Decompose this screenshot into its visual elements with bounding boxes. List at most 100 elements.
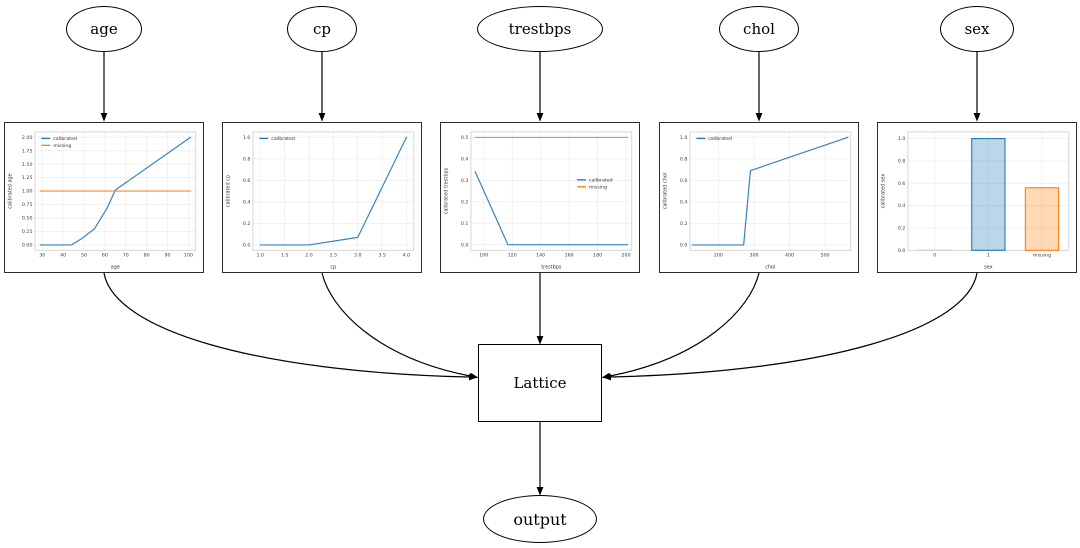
svg-text:1.50: 1.50 — [22, 162, 33, 168]
svg-text:0.2: 0.2 — [243, 221, 251, 227]
svg-text:0.0: 0.0 — [243, 242, 251, 248]
svg-text:0.3: 0.3 — [461, 178, 469, 184]
svg-text:age: age — [111, 265, 120, 271]
svg-text:calibrated trestbps: calibrated trestbps — [444, 167, 450, 214]
svg-text:0.2: 0.2 — [461, 199, 469, 205]
svg-text:0.4: 0.4 — [243, 199, 251, 205]
svg-text:0.6: 0.6 — [680, 178, 688, 184]
series-lines — [691, 136, 849, 246]
svg-text:calibrated: calibrated — [271, 136, 295, 142]
node-cp-label: cp — [312, 20, 331, 38]
svg-text:30: 30 — [39, 253, 45, 259]
svg-text:0.0: 0.0 — [680, 242, 688, 248]
svg-text:1.0: 1.0 — [680, 135, 688, 141]
svg-text:0.8: 0.8 — [898, 159, 906, 165]
svg-text:180: 180 — [593, 253, 602, 259]
svg-text:0.2: 0.2 — [898, 226, 906, 232]
node-trestbps-label: trestbps — [508, 20, 572, 38]
svg-text:80: 80 — [144, 253, 150, 259]
svg-text:0.8: 0.8 — [243, 156, 251, 162]
svg-text:40: 40 — [60, 253, 66, 259]
svg-text:300: 300 — [749, 253, 758, 259]
svg-text:calibrated cp: calibrated cp — [226, 175, 232, 207]
node-cp: cp — [287, 6, 357, 52]
svg-text:0.0: 0.0 — [461, 242, 469, 248]
node-lattice: Lattice — [478, 344, 602, 422]
node-chol: chol — [719, 6, 799, 52]
svg-text:missing: missing — [589, 184, 607, 190]
svg-text:0.8: 0.8 — [680, 156, 688, 162]
svg-text:0.4: 0.4 — [898, 203, 906, 209]
svg-text:90: 90 — [165, 253, 171, 259]
series-lines — [39, 136, 192, 246]
svg-text:400: 400 — [785, 253, 794, 259]
legend: calibrated — [696, 136, 732, 142]
svg-text:140: 140 — [536, 253, 545, 259]
svg-text:chol: chol — [765, 265, 775, 271]
svg-text:2.5: 2.5 — [330, 253, 338, 259]
node-sex-label: sex — [964, 20, 990, 38]
svg-text:missing: missing — [53, 143, 71, 149]
svg-text:calibrated age: calibrated age — [8, 173, 14, 208]
svg-text:1: 1 — [987, 253, 990, 259]
svg-text:160: 160 — [565, 253, 574, 259]
svg-text:0.6: 0.6 — [243, 178, 251, 184]
svg-text:0.0: 0.0 — [898, 248, 906, 254]
svg-text:100: 100 — [184, 253, 193, 259]
svg-text:0.75: 0.75 — [22, 202, 33, 208]
axis-labels: age calibrated age — [8, 173, 120, 270]
node-age: age — [66, 6, 142, 52]
svg-text:calibrated: calibrated — [589, 177, 613, 183]
edge-cp-to-lattice — [321, 272, 479, 380]
svg-text:0.6: 0.6 — [898, 181, 906, 187]
svg-text:60: 60 — [102, 253, 108, 259]
svg-text:200: 200 — [622, 253, 631, 259]
svg-text:3.0: 3.0 — [354, 253, 362, 259]
svg-text:1.5: 1.5 — [281, 253, 289, 259]
svg-text:1.0: 1.0 — [256, 253, 264, 259]
svg-text:0.4: 0.4 — [461, 156, 469, 162]
svg-text:1.75: 1.75 — [22, 148, 33, 154]
node-output: output — [483, 495, 597, 543]
edge-chol-to-lattice — [601, 272, 760, 380]
node-chol-label: chol — [743, 20, 775, 38]
svg-text:missing: missing — [1033, 253, 1051, 259]
edge-age-to-lattice — [103, 272, 478, 381]
svg-text:calibrated: calibrated — [708, 136, 732, 142]
svg-text:sex: sex — [984, 265, 993, 271]
node-output-label: output — [513, 509, 567, 529]
edge-sex-to-lattice — [602, 272, 978, 381]
grid — [252, 131, 414, 251]
legend: calibrated — [259, 136, 295, 142]
svg-text:1.00: 1.00 — [22, 189, 33, 195]
node-age-label: age — [90, 20, 118, 38]
svg-text:500: 500 — [821, 253, 830, 259]
svg-text:1.25: 1.25 — [22, 175, 33, 181]
node-trestbps: trestbps — [477, 6, 603, 52]
svg-text:0.1: 0.1 — [461, 221, 469, 227]
svg-text:50: 50 — [81, 253, 87, 259]
svg-text:0.25: 0.25 — [22, 229, 33, 235]
grid — [689, 131, 851, 251]
node-sex: sex — [940, 6, 1014, 52]
series-lines — [474, 136, 629, 246]
series-lines — [259, 136, 408, 246]
